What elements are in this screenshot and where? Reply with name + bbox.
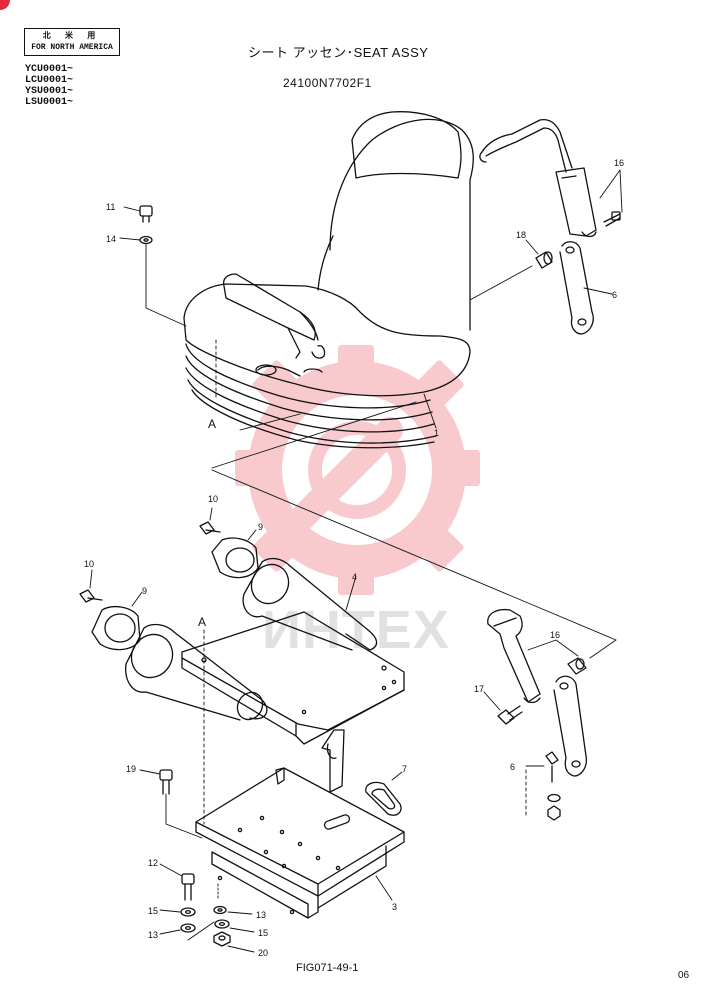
callout-14: 14 [106,234,116,244]
serial-ranges: YCU0001~ LCU0001~ YSU0001~ LSU0001~ [25,64,73,108]
callout-12: 12 [148,858,158,868]
page-number: 06 [678,970,690,981]
diagram-title: シート アッセン･SEAT ASSY [248,45,429,60]
callout-16-right: 16 [550,630,560,640]
callout-9-upper: 9 [258,522,263,532]
washer-part-15-left [159,907,196,917]
corner-marker [0,0,10,10]
leader-line [469,265,533,301]
serial-range: LSU0001~ [25,97,74,108]
callout-15-left: 15 [148,906,158,916]
callout-10-left: 10 [84,559,94,569]
cover-part-9-left [91,591,143,651]
callout-a-mid: A [198,615,206,629]
washer-part-14 [119,235,153,245]
callout-10-upper: 10 [208,494,218,504]
washer-part-15-right [214,919,255,933]
callout-13-right: 13 [256,910,266,920]
callout-6-right: 6 [510,762,515,772]
region-label-box: 北 米 用 FOR NORTH AMERICA [24,28,120,56]
callout-11: 11 [106,202,115,212]
region-label-jp: 北 米 用 [42,31,102,40]
slide-rail-part-4 [125,557,405,793]
leader-line [239,413,301,431]
gasket-part-7 [365,771,403,816]
washer-part-13-left [159,921,215,941]
bolt-part-10-upper [199,507,221,535]
callout-17: 17 [474,684,484,694]
callout-19: 19 [126,764,136,774]
callout-18: 18 [516,230,526,240]
seat-part-1 [183,111,474,449]
base-frame-part-3 [195,767,405,919]
washer-part-13-right [213,883,253,915]
part-number: 24100N7702F1 [283,76,372,90]
cover-part-9-upper [211,529,259,579]
belt-anchor-part-6-right [525,675,588,821]
serial-range: LCU0001~ [25,75,74,86]
bolt-part-11 [123,205,153,223]
bolt-part-12 [159,863,195,901]
cap-part-18 [525,239,553,269]
bolt-part-10-left [79,569,103,603]
callout-4: 4 [352,572,357,582]
nut-part-20 [213,931,255,953]
region-label-en: FOR NORTH AMERICA [31,43,113,52]
leader-line [211,469,617,641]
serial-range: YCU0001~ [25,64,74,75]
leader-line [145,243,187,327]
callout-6-top: 6 [612,290,617,300]
leader-line [211,401,417,469]
callout-16-top: 16 [614,158,624,168]
callout-20: 20 [258,948,268,958]
belt-anchor-part-6-upper [559,241,613,335]
callout-15-right: 15 [258,928,268,938]
serial-range: YSU0001~ [25,86,74,97]
watermark-gear-logo [235,345,480,595]
bolt-part-17 [483,691,523,725]
callout-a-top: A [208,417,216,431]
callout-3: 3 [392,902,397,912]
callout-1: 1 [434,428,439,438]
seatbelt-part-16-lower [487,608,617,704]
callout-9-left: 9 [142,586,147,596]
figure-number: FIG071-49-1 [296,962,359,974]
callout-13-left: 13 [148,930,158,940]
callout-7: 7 [402,764,407,774]
seatbelt-part-16-upper [479,118,623,238]
bolt-part-19 [139,769,203,839]
watermark-text: ИНТЕХ [262,600,450,660]
